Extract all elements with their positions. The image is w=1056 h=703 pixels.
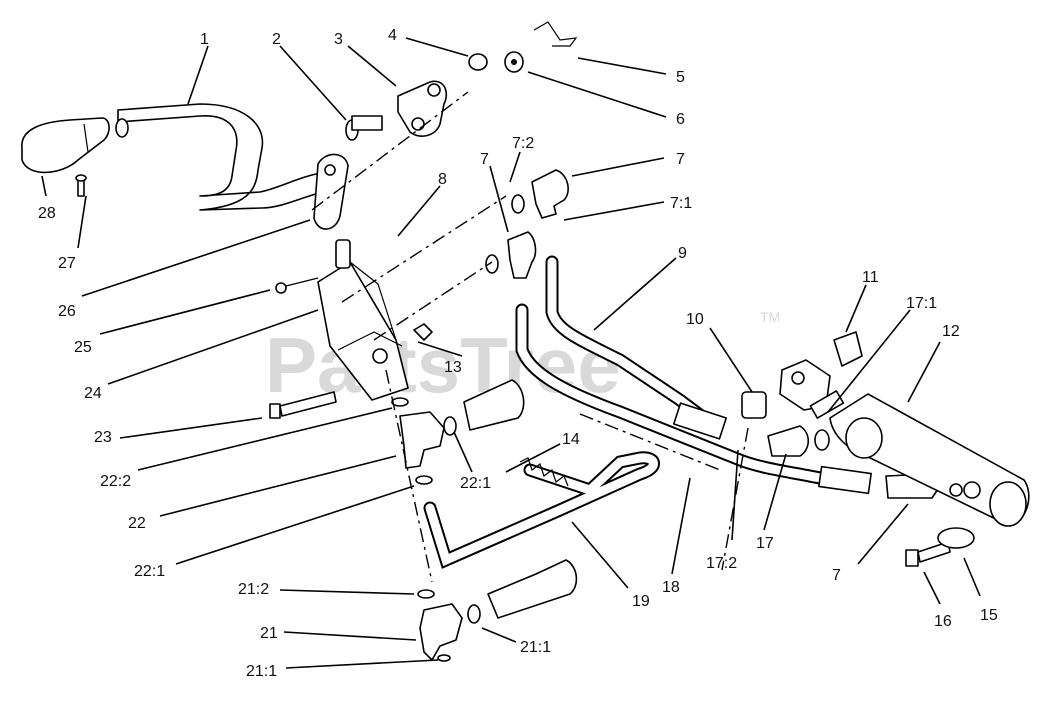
callout-label: 3 (334, 31, 343, 48)
callout-label: 21 (260, 625, 278, 642)
callout-label: 27 (58, 255, 76, 272)
callout-label: 21:1 (520, 639, 551, 656)
callout-label: 4 (388, 27, 397, 44)
callout-labels: 1 2 3 4 5 6 7:2 7 7:1 7 8 9 10 11 17:1 1… (38, 27, 998, 680)
part-tube (423, 451, 660, 569)
callout-label: 21:2 (238, 581, 269, 598)
callout-label: 22:2 (100, 473, 131, 490)
leader-lines (41, 37, 981, 669)
callout-label: 9 (678, 245, 687, 262)
callout-label: 22 (128, 515, 146, 532)
part-bracket (313, 153, 349, 230)
part-small-hardware (468, 21, 578, 73)
callout-label: 17 (756, 535, 774, 552)
callout-label: 7:1 (670, 195, 692, 212)
watermark-trademark: TM (760, 309, 780, 325)
callout-label: 7 (480, 151, 489, 168)
callout-label: 18 (662, 579, 680, 596)
callout-label: 22:1 (460, 475, 491, 492)
callout-label: 13 (444, 359, 462, 376)
part-tee-fitting (391, 379, 525, 485)
callout-label: 11 (862, 269, 879, 286)
callout-label: 21:1 (246, 663, 277, 680)
part-valve-body (317, 239, 409, 401)
callout-label: 5 (676, 69, 685, 86)
callout-label: 7:2 (512, 135, 534, 152)
callout-label: 10 (686, 311, 704, 328)
callout-label: 28 (38, 205, 56, 222)
callout-label: 7 (832, 567, 841, 584)
callout-label: 17:1 (906, 295, 937, 312)
callout-label: 17:2 (706, 555, 737, 572)
callout-label: 1 (200, 31, 209, 48)
callout-label: 24 (84, 385, 102, 402)
part-hoses (515, 255, 872, 495)
callout-label: 7 (676, 151, 685, 168)
callout-label: 23 (94, 429, 112, 446)
callout-label: 16 (934, 613, 952, 630)
part-knob (21, 117, 110, 197)
callout-label: 8 (438, 171, 447, 188)
part-screws (269, 277, 433, 419)
callout-label: 12 (942, 323, 960, 340)
part-cylinder (741, 331, 1030, 527)
callout-label: 26 (58, 303, 76, 320)
part-lever (115, 103, 331, 211)
callout-label: 6 (676, 111, 685, 128)
callout-label: 14 (562, 431, 580, 448)
callout-label: 2 (272, 31, 281, 48)
part-pivot (345, 80, 448, 141)
callout-label: 19 (632, 593, 650, 610)
centerlines (311, 91, 749, 583)
callout-label: 15 (980, 607, 998, 624)
part-elbow-21 (417, 559, 578, 662)
callout-label: 25 (74, 339, 92, 356)
part-bolt-washer (905, 527, 975, 567)
callout-label: 22:1 (134, 563, 165, 580)
